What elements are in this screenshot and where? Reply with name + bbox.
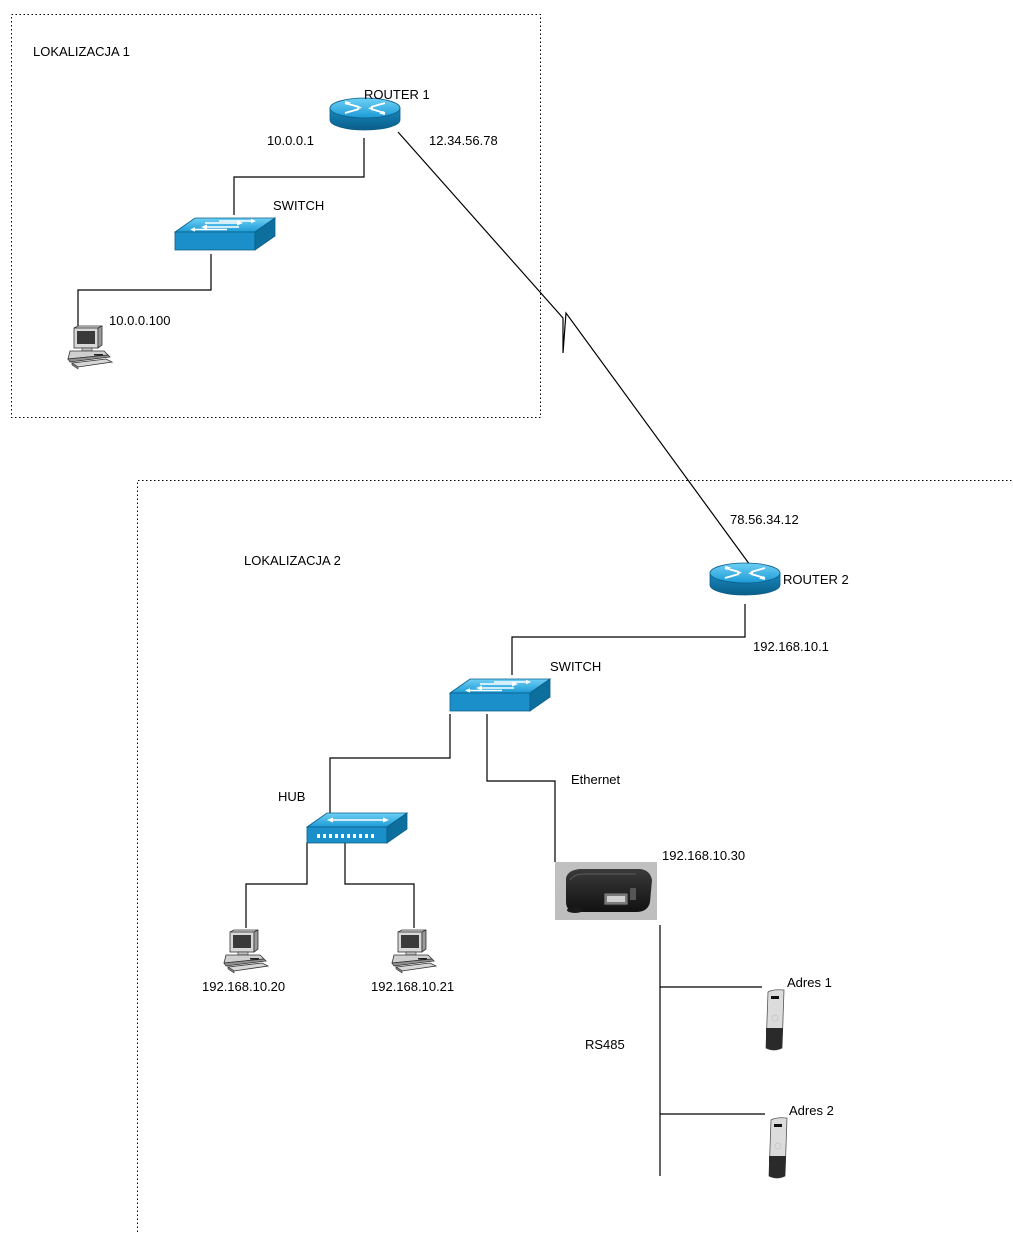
- switch1-name: SWITCH: [273, 198, 325, 213]
- pc1-ip: 10.0.0.100: [109, 313, 171, 328]
- reader2-icon: [768, 1117, 788, 1179]
- converter-ip: 192.168.10.30: [662, 848, 746, 863]
- link-switch2-converter: [486, 714, 556, 862]
- ethernet-label: Ethernet: [571, 772, 621, 787]
- pc1-icon: [67, 325, 113, 370]
- zone-loc2-label: LOKALIZACJA 2: [244, 553, 341, 568]
- router2-name: ROUTER 2: [783, 572, 849, 587]
- zone-loc2-border: [137, 480, 1013, 1232]
- router1-name: ROUTER 1: [364, 87, 430, 102]
- link-router1-switch1: [233, 138, 365, 215]
- router2-icon: [709, 562, 781, 596]
- pc3-ip: 192.168.10.21: [371, 979, 455, 994]
- zone-loc1-label: LOKALIZACJA 1: [33, 44, 130, 59]
- reader2-label: Adres 2: [789, 1103, 834, 1118]
- switch1-icon: [174, 217, 276, 251]
- pc3-icon: [391, 929, 437, 974]
- link-router2-switch2: [511, 604, 746, 675]
- link-hub-pc3: [344, 842, 415, 928]
- router1-icon: [329, 97, 401, 131]
- pc2-ip: 192.168.10.20: [202, 979, 286, 994]
- reader1-icon: [765, 989, 785, 1051]
- link-switch2-hub: [329, 714, 451, 813]
- converter-icon: [555, 862, 657, 920]
- switch2-name: SWITCH: [550, 659, 602, 674]
- hub-name: HUB: [278, 789, 306, 804]
- rs485-label: RS485: [585, 1037, 625, 1052]
- router1-wan-ip: 12.34.56.78: [429, 133, 498, 148]
- switch2-icon: [449, 678, 551, 712]
- pc2-icon: [223, 929, 269, 974]
- wan-link: [397, 131, 751, 566]
- zone-loc1-border: [11, 14, 541, 418]
- reader1-label: Adres 1: [787, 975, 832, 990]
- router2-lan-ip: 192.168.10.1: [753, 639, 829, 654]
- link-switch1-pc1: [77, 254, 212, 330]
- router1-lan-ip: 10.0.0.1: [267, 133, 314, 148]
- hub-icon: [306, 812, 408, 844]
- router2-wan-ip: 78.56.34.12: [730, 512, 799, 527]
- link-hub-pc2: [245, 842, 308, 928]
